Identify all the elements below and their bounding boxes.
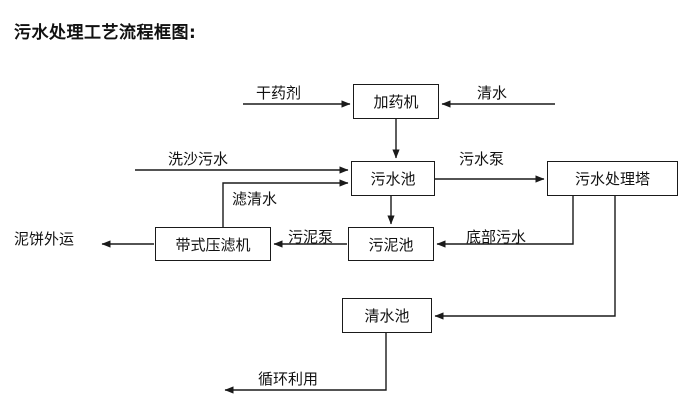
node-wastewater-pool-label: 污水池 [370, 170, 416, 188]
terminal-dry-chemical: 干药剂 [256, 84, 302, 102]
page-title: 污水处理工艺流程框图: [14, 23, 197, 43]
edge-tower-to-sludge-pool [436, 196, 574, 248]
node-clean-water-pool-label: 清水池 [364, 307, 410, 325]
edge-label-filtered-clear-water: 滤清水 [232, 190, 278, 208]
node-sludge-pool-label: 污泥池 [368, 235, 414, 254]
node-dosing-machine-label: 加药机 [373, 93, 419, 111]
edge-label-recycle-reuse: 循环利用 [258, 370, 319, 388]
node-sludge-pool[interactable]: 污泥池 [348, 227, 434, 261]
edge-label-bottom-wastewater: 底部污水 [466, 228, 527, 246]
node-dosing-machine[interactable]: 加药机 [353, 84, 439, 119]
terminal-mud-cake-out: 泥饼外运 [14, 230, 75, 248]
edge-label-sludge-pump: 污泥泵 [288, 228, 334, 246]
node-wastewater-pool[interactable]: 污水池 [351, 161, 435, 196]
terminal-clean-water: 清水 [477, 84, 508, 102]
edge-clean-water-pool-to-recycle [224, 333, 387, 394]
edge-label-sand-wash-wastewater: 洗沙污水 [168, 150, 229, 168]
node-belt-filter-press[interactable]: 带式压滤机 [155, 227, 271, 261]
edge-filtrate-to-wastewater-pool [222, 179, 349, 227]
edge-tower-to-clean-water-pool [434, 196, 616, 320]
node-treatment-tower-label: 污水处理塔 [574, 170, 650, 188]
edge-label-wastewater-pump: 污水泵 [459, 150, 505, 168]
node-treatment-tower[interactable]: 污水处理塔 [547, 161, 678, 196]
node-belt-filter-press-label: 带式压滤机 [175, 235, 251, 254]
node-clean-water-pool[interactable]: 清水池 [342, 298, 432, 333]
